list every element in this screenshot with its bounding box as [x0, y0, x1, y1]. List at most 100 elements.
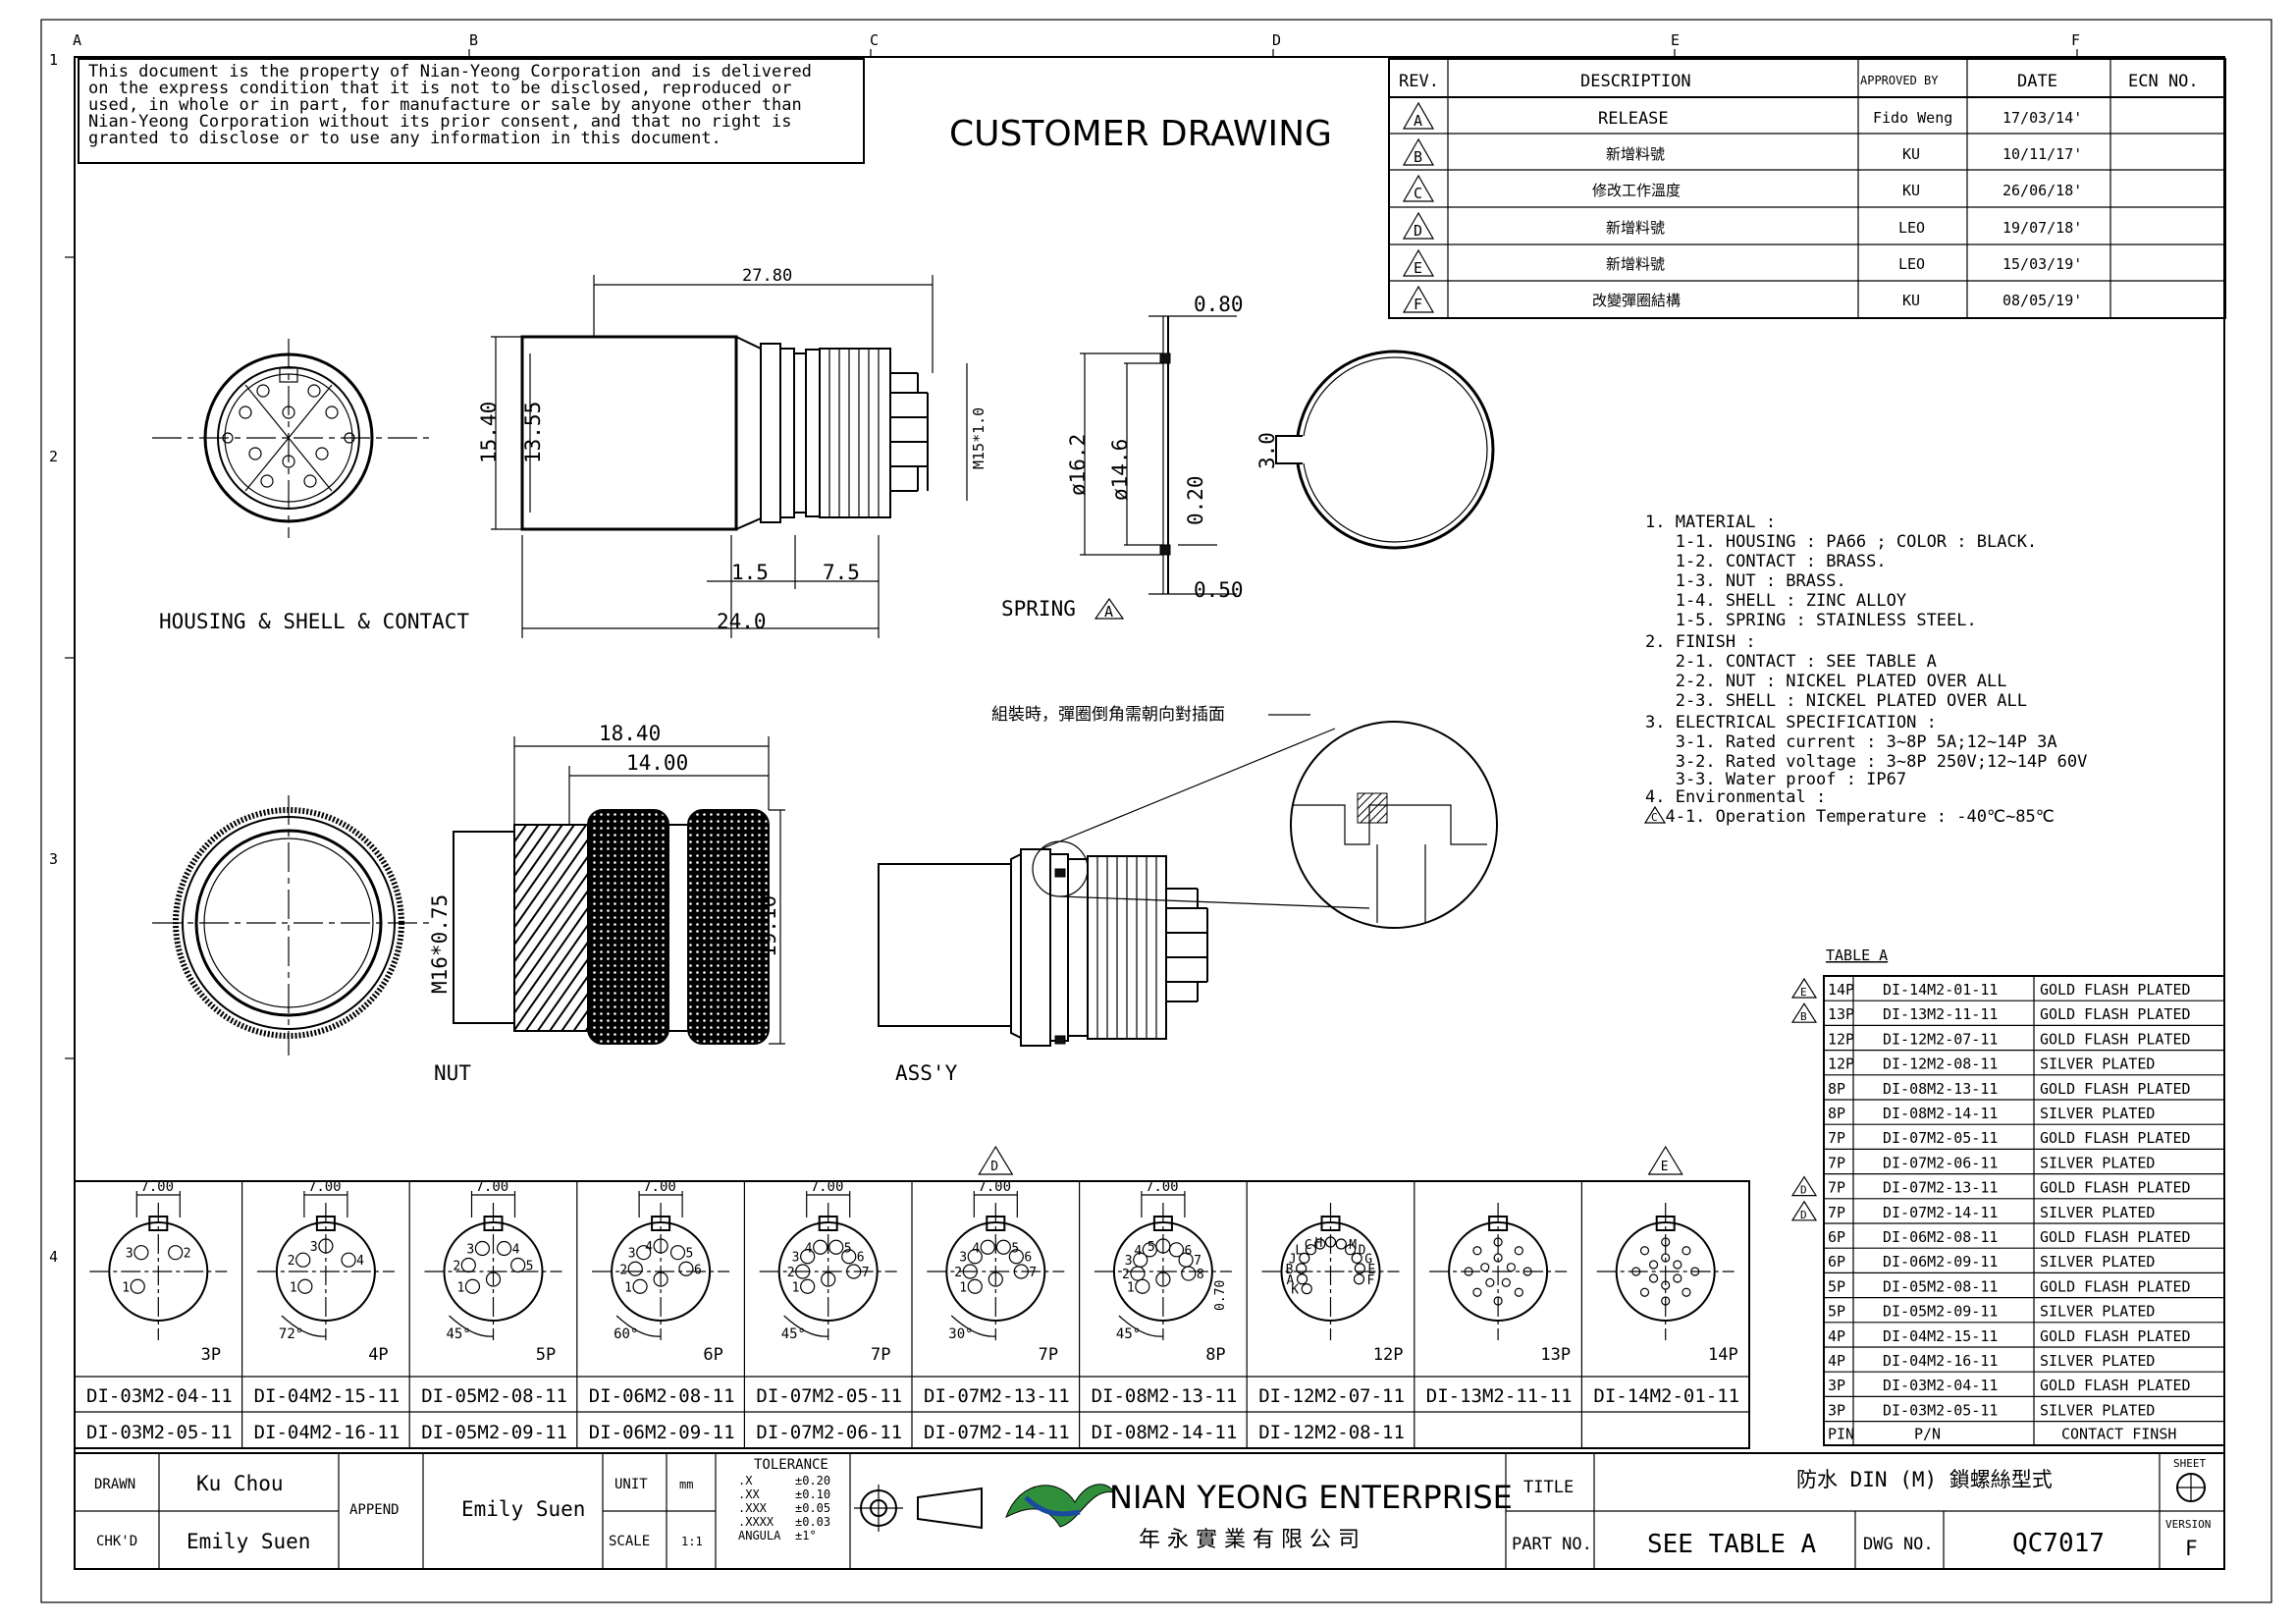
- pin-number: 2: [787, 1266, 795, 1280]
- pin-contact: [1296, 1263, 1308, 1274]
- pin-contact: [1514, 1287, 1523, 1297]
- pin-contact: [496, 1240, 512, 1257]
- rev-header: ECN NO.: [2128, 72, 2199, 91]
- dim-27-80: 27.80: [742, 266, 792, 286]
- pin-count: 7P: [1828, 1129, 1845, 1147]
- contact-finish: GOLD FLASH PLATED: [2040, 1179, 2191, 1197]
- pin-contact: [1155, 1238, 1171, 1254]
- svg-text:F: F: [1414, 296, 1422, 313]
- chkd-label: CHK'D: [96, 1534, 137, 1549]
- note-line: 3-3. Water proof : IP67: [1645, 770, 1906, 789]
- part-number: DI-07M2-05-11: [1883, 1129, 1998, 1147]
- rev-triangle-icon: [1790, 1002, 1818, 1023]
- unit-value: mm: [679, 1478, 693, 1491]
- pin-count-label: 14P: [1708, 1345, 1738, 1365]
- rev-header: APPROVED BY: [1860, 74, 1939, 87]
- rev-triangle-icon: [1790, 977, 1818, 999]
- pin-number: 4: [1134, 1244, 1142, 1259]
- pin-number: 7: [1029, 1266, 1037, 1280]
- pin-contact: [1472, 1246, 1482, 1256]
- spring-label: SPRING A: [1001, 597, 1125, 621]
- contact-finish: GOLD FLASH PLATED: [2040, 1228, 2191, 1246]
- rev-by: LEO: [1898, 255, 1925, 273]
- note-line: 4-1. Operation Temperature : -40℃~85℃: [1645, 807, 2055, 827]
- rev-date: 17/03/14': [2002, 109, 2082, 127]
- rev-date: 10/11/17': [2002, 145, 2082, 163]
- pin-contact: [130, 1278, 145, 1294]
- pin-number: 2: [1122, 1268, 1130, 1282]
- part-number-1: DI-06M2-08-11: [589, 1385, 735, 1407]
- pin-contact: [1506, 1263, 1517, 1272]
- svg-text:P/N: P/N: [1914, 1426, 1941, 1443]
- pin-count-label: 12P: [1373, 1345, 1404, 1365]
- pin-contact: [1673, 1260, 1682, 1270]
- drawn-label: DRAWN: [94, 1477, 135, 1492]
- note-line: 1-1. HOUSING : PA66 ; COLOR : BLACK.: [1645, 532, 2037, 552]
- pin-number: 3: [1125, 1254, 1133, 1269]
- pin-contact: [510, 1257, 526, 1273]
- pin-number: 4: [512, 1242, 520, 1257]
- thread: [819, 348, 891, 518]
- rev-row: B 新增料號 KU 10/11/17': [1402, 137, 2082, 166]
- part-number: DI-12M2-08-11: [1883, 1055, 1998, 1073]
- svg-text:D: D: [990, 1160, 998, 1174]
- pin-contact: [485, 1271, 502, 1287]
- pin-number: 8: [1197, 1268, 1204, 1282]
- pin-contact: [1013, 1264, 1029, 1279]
- key-width: 7.00: [308, 1179, 342, 1195]
- note-line: 1. MATERIAL :: [1645, 513, 1776, 532]
- contact-finish: SILVER PLATED: [2040, 1253, 2155, 1271]
- part-number-1: DI-14M2-01-11: [1593, 1385, 1739, 1407]
- contact-finish: GOLD FLASH PLATED: [2040, 1377, 2191, 1394]
- rev-triangle-icon: [1790, 1175, 1818, 1197]
- note-line: 2-2. NUT : NICKEL PLATED OVER ALL: [1645, 672, 2006, 691]
- pin-contact: [295, 1252, 311, 1268]
- pin-contact: [632, 1278, 648, 1294]
- pin-contact: [1661, 1280, 1671, 1290]
- rev-triangle-icon: [1094, 597, 1125, 620]
- pin-number: 1: [1127, 1280, 1135, 1295]
- pin-number: 3: [126, 1247, 133, 1262]
- callout-note: 組裝時，彈圈倒角需朝向對插面: [991, 705, 1225, 725]
- pin-contact: [800, 1249, 816, 1265]
- pin-contact: [1354, 1263, 1365, 1274]
- part-number-1: DI-03M2-04-11: [86, 1385, 233, 1407]
- tolerance-grade: .XXX: [738, 1501, 768, 1515]
- pin-contact: [636, 1245, 652, 1261]
- outer-frame: [40, 19, 2272, 1603]
- part-number: DI-04M2-15-11: [1883, 1327, 1998, 1345]
- pin-number: J: [1289, 1252, 1297, 1267]
- pin-number: 4: [645, 1240, 653, 1255]
- part-number-2: DI-05M2-09-11: [421, 1422, 567, 1443]
- pin-contact: [1480, 1263, 1490, 1272]
- dim-0-20: 0.20: [1184, 475, 1207, 525]
- pin-contact: [1639, 1287, 1650, 1297]
- pin-number: 4: [972, 1241, 980, 1256]
- tolerance-grade: ANGULA: [738, 1529, 781, 1542]
- pin-contact: [1493, 1253, 1503, 1263]
- pin-contact: [1353, 1273, 1365, 1285]
- note-line: 1-2. CONTACT : BRASS.: [1645, 552, 1887, 571]
- note-line: 1-5. SPRING : STAINLESS STEEL.: [1645, 611, 1977, 630]
- contact-finish: GOLD FLASH PLATED: [2040, 1327, 2191, 1345]
- pin-contact: [1464, 1267, 1473, 1276]
- pin-number: F: [1366, 1273, 1374, 1288]
- pin-number: H: [1315, 1236, 1323, 1251]
- pin-contact: [1661, 1253, 1671, 1263]
- part-number-2: DI-03M2-05-11: [86, 1422, 233, 1443]
- part-number-1: DI-07M2-13-11: [924, 1385, 1070, 1407]
- svg-text:A: A: [1414, 112, 1422, 130]
- zone-col-d: D: [1272, 31, 1281, 49]
- part-number: DI-14M2-01-11: [1883, 981, 1998, 999]
- note-line: 2-3. SHELL : NICKEL PLATED OVER ALL: [1645, 691, 2027, 711]
- pin-number: D: [1359, 1244, 1366, 1259]
- note-line: 2-1. CONTACT : SEE TABLE A: [1645, 652, 1937, 672]
- title-block: DRAWN Ku Chou CHK'D Emily Suen APPEND Em…: [74, 1452, 2225, 1570]
- pin-contact: [1514, 1246, 1523, 1256]
